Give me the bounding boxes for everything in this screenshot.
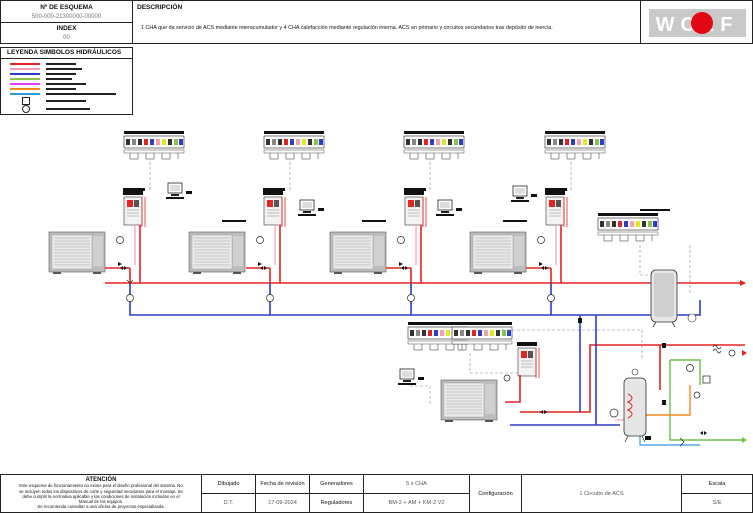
legend-row-symbol-2 [10,105,90,113]
drawn-label: Dibujado [201,474,256,494]
pc-5 [397,368,425,386]
hydraulic-diagram [48,130,747,447]
legend-row-lightblue [10,92,116,96]
attention-line-4: Manual de los equipos. [78,499,124,505]
dhw-cylinder [623,368,647,443]
regulators-label: Reguladores [309,493,364,513]
legend-row-magenta [10,82,86,86]
wolf-logo: WOLF [649,9,746,37]
config-value: 1 Circuito de ACS [521,474,682,513]
attention-line-1: Este esquema de funcionamiento no exime … [19,483,183,489]
heat-pump-4 [469,231,527,275]
scale-label: Escala [681,474,753,494]
module-4 [544,190,568,228]
module-2 [262,190,286,228]
pc-4 [510,185,538,203]
heat-pump-3 [329,231,387,275]
index-label: INDEX [56,25,77,32]
buffer-tank [650,269,697,328]
controller-3 [403,130,465,160]
generators-label: Generadores [309,474,364,494]
schema-number-value: 500-000-21300000-00000 [31,14,102,20]
description-text: 1 CHA que da servicio de ACS mediante in… [141,25,553,31]
attention-title: ATENCIÓN [85,477,117,484]
heat-pump-1 [48,231,106,275]
pc-1 [165,182,193,200]
regulators-value: BM-2 + AM + KM-2 V2 [363,493,470,513]
attention-cell: ATENCIÓN Este esquema de funcionamiento … [0,474,202,513]
legend-row-symbol-1 [10,97,86,105]
index-value: 00 [63,35,70,41]
pc-3 [435,199,463,217]
scale-value: S/E [681,493,753,513]
description-label: DESCRIPCIÓN [137,4,183,11]
controller-7 [451,321,513,351]
logo-box: WOLF [640,0,753,44]
revision-value: 17-09-2024 [255,493,310,513]
module-5 [516,341,540,379]
title-block: ATENCIÓN Este esquema de funcionamiento … [0,474,753,513]
revision-label: Fecha de revisión [255,474,310,494]
generators-value: 5 x CHA [363,474,470,494]
legend-row-orange [10,87,76,91]
controller-4 [544,130,606,160]
heat-pump-5 [440,379,498,423]
module-1 [122,190,146,228]
legend-row-supply [10,62,76,66]
module-3 [403,190,427,228]
config-label: Configuración [469,474,522,513]
drawn-value: D.T. [201,493,256,513]
pc-2 [297,199,325,217]
legend-title: LEYENDA SIMBOLOS HIDRÁULICOS [7,49,122,56]
legend-row-green [10,77,72,81]
controller-2 [263,130,325,160]
controller-1 [123,130,185,160]
attention-line-5: Se recomienda consultar a una oficina de… [37,504,165,510]
attention-line-3: debe cumplir la normativa aplicable y la… [22,493,180,499]
attention-line-2: se incluyen todos los dispositivos de co… [19,488,183,494]
controller-5 [597,212,659,242]
schema-number-label: Nº DE ESQUEMA [40,4,93,11]
legend-row-cold [10,72,76,76]
legend-row-return [10,67,82,71]
heat-pump-2 [188,231,246,275]
legend-box: LEYENDA SIMBOLOS HIDRÁULICOS [0,47,133,115]
